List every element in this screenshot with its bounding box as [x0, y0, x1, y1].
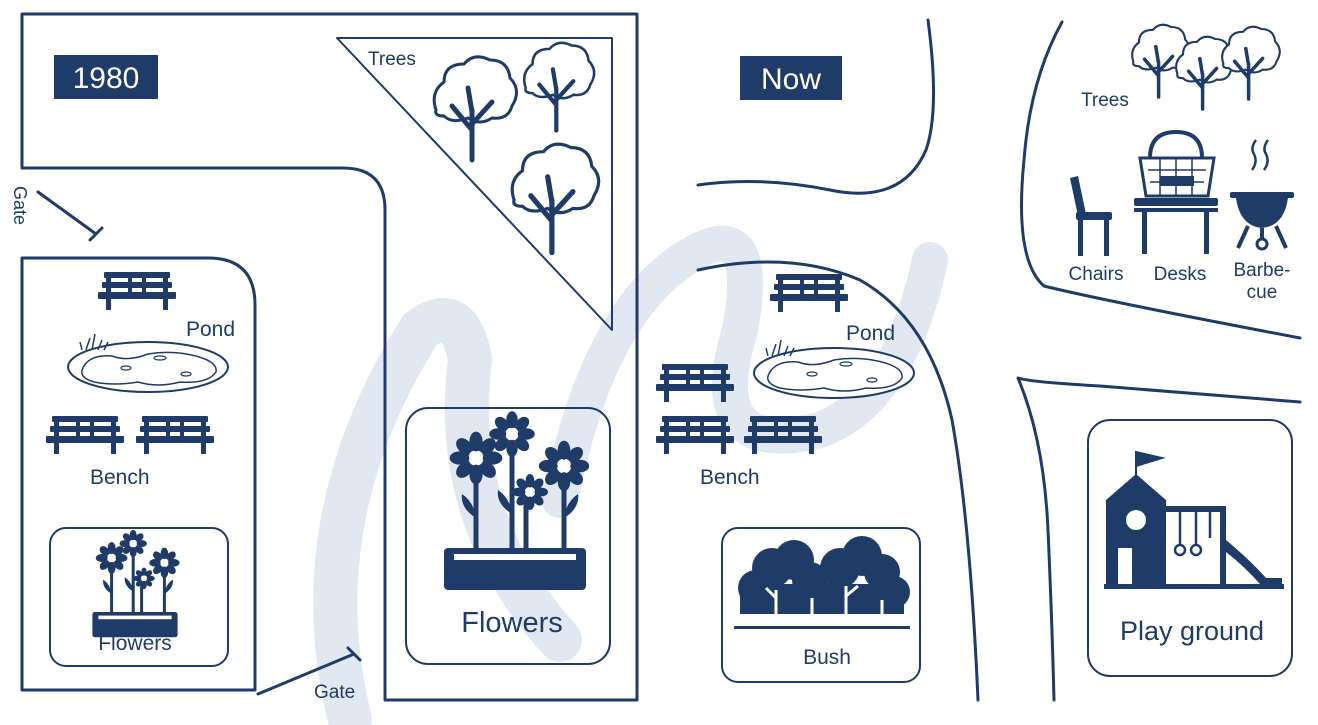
tree-icon [512, 144, 598, 252]
left-area-1980 [20, 256, 257, 692]
path-top-now [696, 18, 935, 195]
tree-icon [524, 43, 594, 131]
map-1980: 1980 Trees Gate Pond Bench Flowers Flowe… [10, 12, 639, 703]
bench-icon [656, 364, 734, 402]
bench-icon [46, 416, 124, 454]
barbecue-label-line2-now: cue [1247, 282, 1278, 303]
pond-label-now: Pond [846, 322, 895, 345]
barbecue-label-line1-now: Barbe- [1233, 260, 1290, 281]
bench-label-now: Bench [700, 466, 760, 489]
map-now: Now Trees Chairs [656, 18, 1302, 702]
bush-ground [734, 626, 910, 629]
barbecue-icon [1230, 139, 1294, 251]
bush-box-now [721, 527, 921, 683]
bench-icon [656, 416, 734, 454]
gate-label-top-1980: Gate [10, 186, 30, 225]
pond-label-1980: Pond [186, 318, 235, 341]
bush-label-now: Bush [803, 646, 851, 669]
gate-icon [256, 646, 362, 696]
trees-label-now: Trees [1081, 90, 1129, 111]
bench-label-1980: Bench [90, 466, 150, 489]
desks-label-now: Desks [1154, 264, 1207, 285]
picnic-basket-icon [1138, 129, 1216, 198]
playground-box-now [1087, 419, 1293, 677]
desk-icon [1134, 198, 1218, 254]
bench-icon [770, 274, 848, 312]
trees-label-1980: Trees [368, 49, 416, 70]
bush-icon [736, 534, 912, 616]
gate-label-bottom-1980: Gate [314, 682, 355, 703]
year-badge-now [740, 56, 842, 100]
flowers-box-large-1980 [405, 407, 611, 665]
year-label-now: Now [761, 63, 821, 96]
flowers-box-small-1980 [49, 527, 229, 667]
trees-triangle-1980 [336, 37, 613, 331]
path-bottom-right-now [1016, 376, 1302, 702]
tree-icon [434, 57, 516, 160]
path-middle-now [696, 260, 980, 702]
path-top-right-now [1020, 20, 1302, 340]
chairs-label-now: Chairs [1069, 264, 1124, 285]
chair-icon [1070, 176, 1112, 256]
year-badge-1980 [54, 55, 158, 99]
gate-icon [36, 190, 104, 242]
year-label-1980: 1980 [73, 62, 140, 95]
bench-icon [136, 416, 214, 454]
playground-icon [1104, 450, 1284, 589]
pond-icon [67, 333, 229, 393]
bench-icon [98, 272, 176, 310]
watermark [313, 225, 948, 725]
flowers-label-large-1980: Flowers [461, 607, 563, 639]
flowers-icon [92, 530, 179, 637]
park-boundary-1980 [20, 12, 639, 702]
playground-label-now: Play ground [1120, 616, 1264, 646]
tree-icon [1220, 25, 1282, 101]
flowers-label-small-1980: Flowers [98, 632, 172, 655]
